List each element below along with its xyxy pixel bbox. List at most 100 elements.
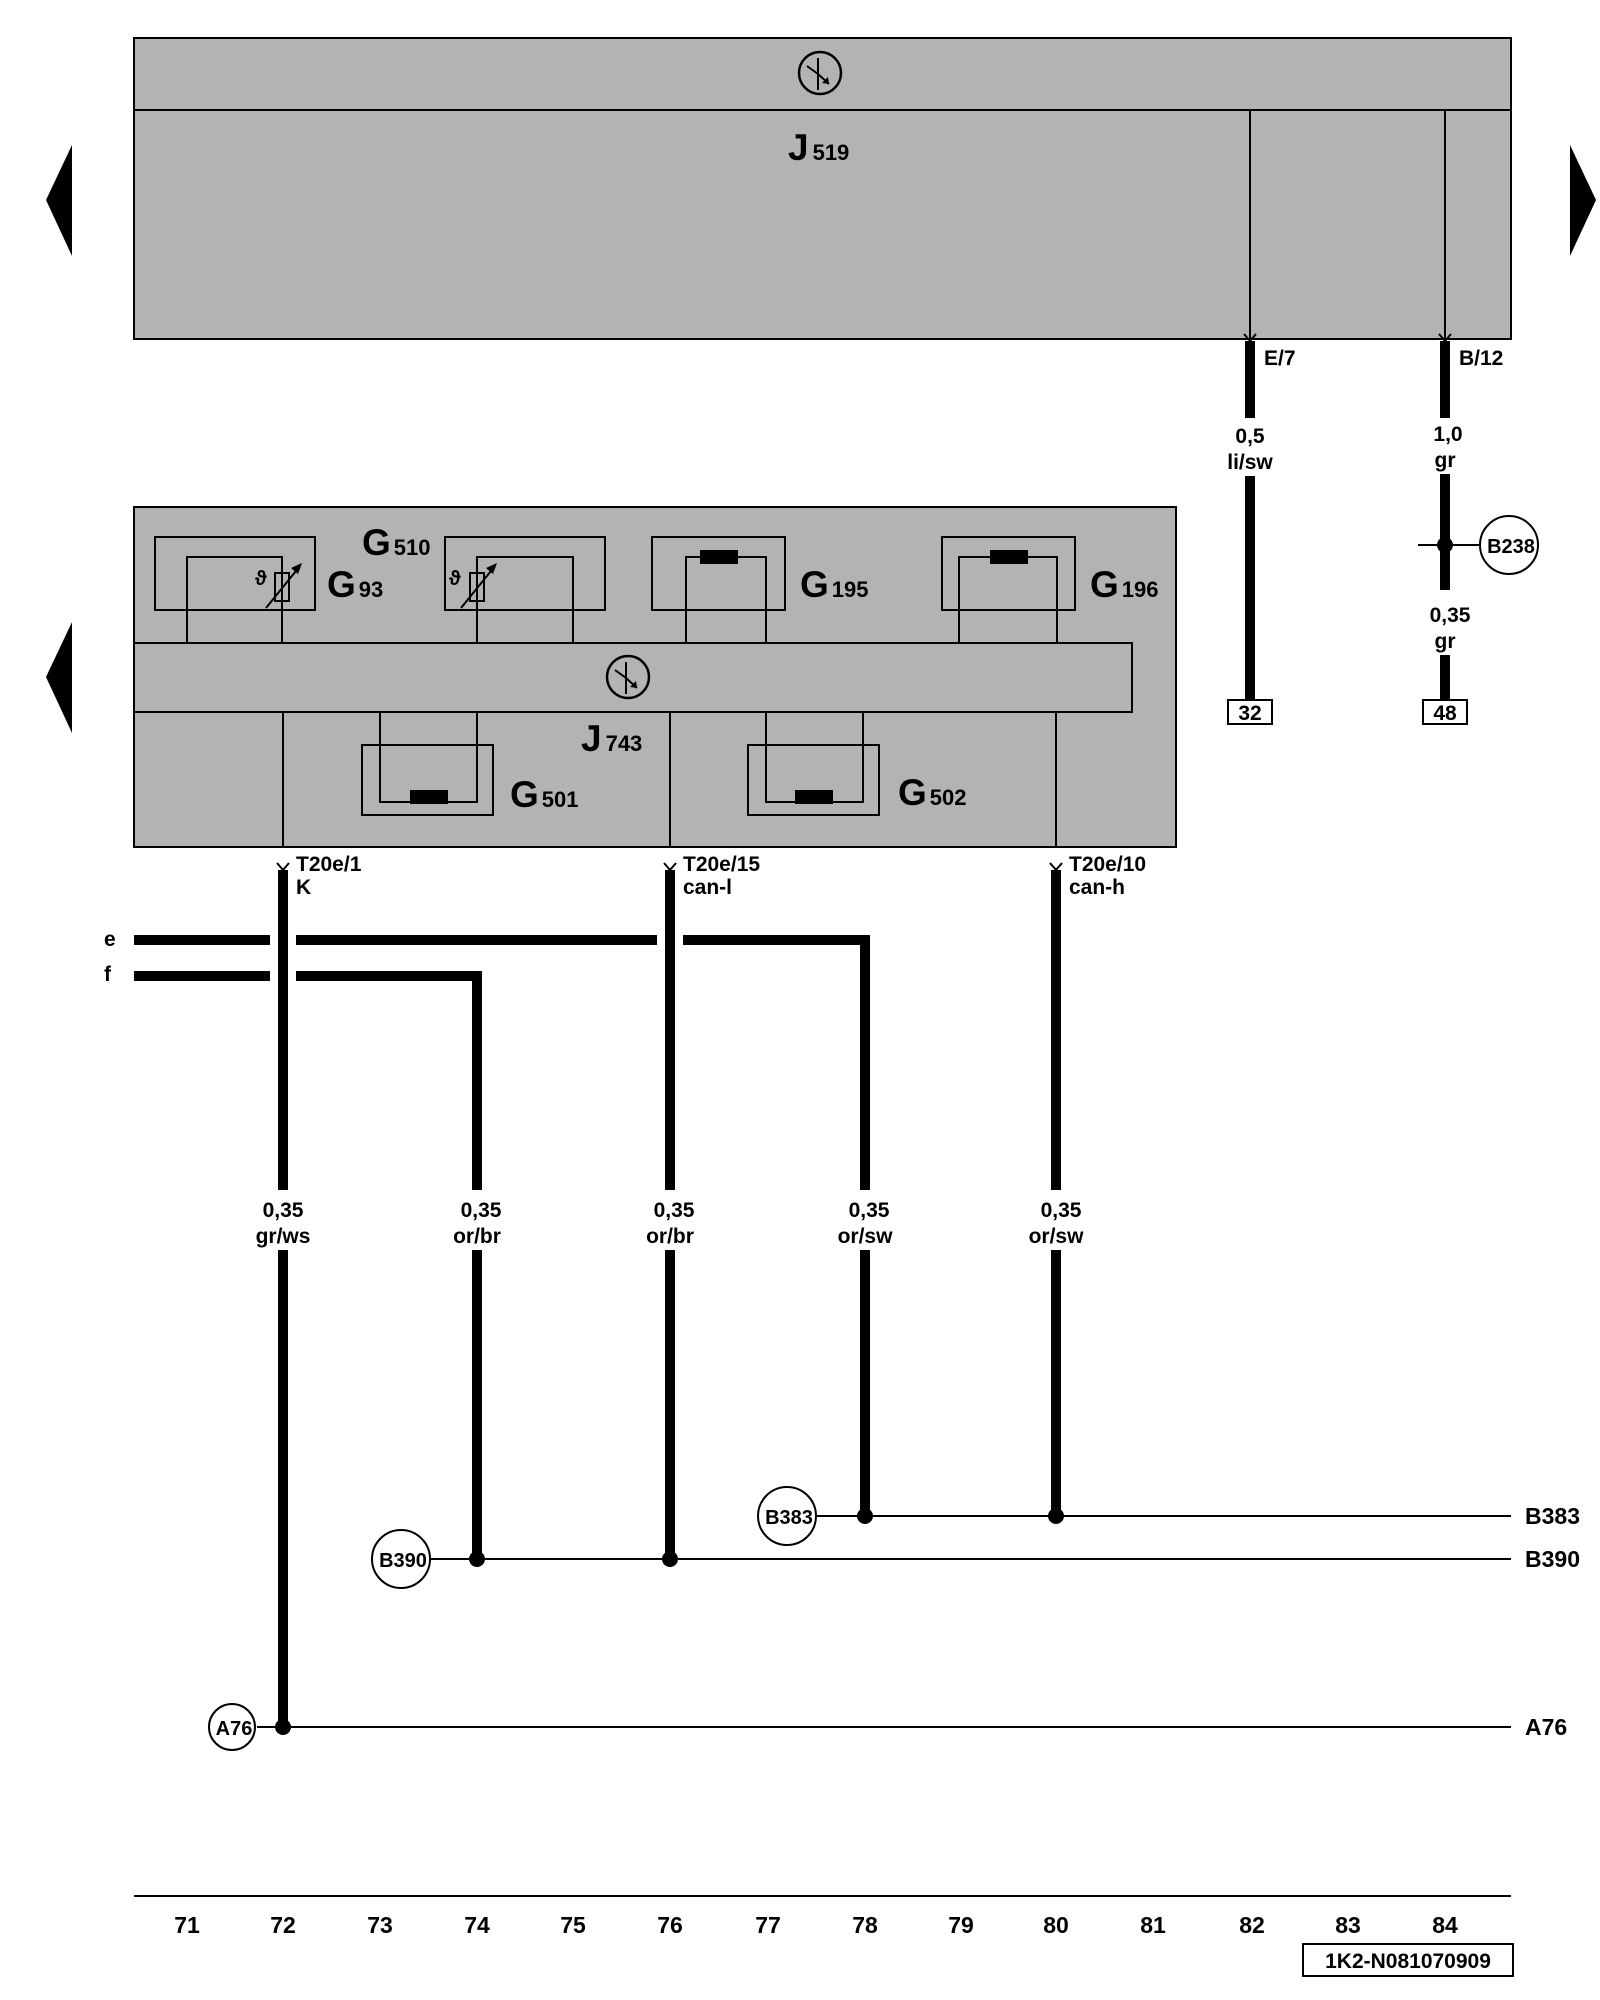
connector-b383: B383 — [757, 1486, 817, 1546]
continuation-e[interactable]: e — [104, 928, 116, 951]
continuation-32[interactable]: 32 — [1238, 702, 1261, 725]
svg-text:B238: B238 — [1487, 536, 1535, 558]
track-number: 74 — [464, 1912, 490, 1938]
next-page-arrow[interactable] — [1570, 145, 1596, 256]
bus-b390: B390 B390 — [371, 1529, 1580, 1589]
svg-text:T20e/15: T20e/15 — [683, 853, 760, 876]
prev-page-arrow-bottom[interactable] — [46, 622, 72, 733]
svg-text:E/7: E/7 — [1264, 347, 1296, 370]
track-number: 83 — [1335, 1912, 1361, 1938]
svg-text:A76: A76 — [1525, 1714, 1567, 1740]
svg-text:0,35: 0,35 — [654, 1199, 695, 1222]
svg-text:or/br: or/br — [453, 1225, 501, 1248]
track-number: 82 — [1239, 1912, 1265, 1938]
svg-text:gr: gr — [1435, 449, 1456, 472]
connector-b390: B390 — [371, 1529, 431, 1589]
svg-text:B390: B390 — [1525, 1546, 1580, 1572]
svg-text:or/sw: or/sw — [838, 1225, 894, 1248]
track-number: 72 — [270, 1912, 296, 1938]
svg-text:li/sw: li/sw — [1227, 451, 1273, 474]
svg-text:0,35: 0,35 — [849, 1199, 890, 1222]
track-number: 77 — [755, 1912, 781, 1938]
svg-text:0,35: 0,35 — [1430, 604, 1471, 627]
svg-text:can-l: can-l — [683, 876, 732, 899]
svg-text:or/sw: or/sw — [1029, 1225, 1085, 1248]
pin-t20e-1: T20e/1 K — [276, 853, 362, 899]
svg-text:0,35: 0,35 — [461, 1199, 502, 1222]
svg-text:B383: B383 — [1525, 1503, 1580, 1529]
hall-element-icon — [700, 550, 738, 564]
wire-track-80: 0,35 or/sw — [1029, 870, 1085, 1516]
track-number: 73 — [367, 1912, 393, 1938]
track-number: 76 — [657, 1912, 683, 1938]
pin-t20e-10: T20e/10 can-h — [1049, 853, 1146, 899]
svg-text:0,35: 0,35 — [263, 1199, 304, 1222]
continuation-lines-e-f: e f — [104, 928, 870, 1190]
wire-track-76: 0,35 or/br — [646, 870, 695, 1559]
bus-a76: A76 A76 — [208, 1703, 1567, 1751]
svg-text:1K2-N081070909: 1K2-N081070909 — [1325, 1950, 1491, 1973]
track-number: 84 — [1432, 1912, 1458, 1938]
track-number: 79 — [948, 1912, 974, 1938]
pin-t20e-15: T20e/15 can-l — [663, 853, 760, 899]
continuation-48[interactable]: 48 — [1433, 702, 1457, 725]
svg-text:T20e/10: T20e/10 — [1069, 853, 1146, 876]
hall-element-icon — [990, 550, 1028, 564]
connector-a76: A76 — [208, 1703, 256, 1751]
svg-text:gr/ws: gr/ws — [256, 1225, 311, 1248]
svg-text:K: K — [296, 876, 311, 899]
svg-text:T20e/1: T20e/1 — [296, 853, 362, 876]
svg-text:B383: B383 — [765, 1507, 813, 1529]
electronic-control-icon — [797, 50, 843, 96]
diagram-reference: 1K2-N081070909 — [1302, 1943, 1514, 1977]
svg-text:0,5: 0,5 — [1235, 425, 1265, 448]
svg-text:B390: B390 — [379, 1550, 427, 1572]
wire-track-74: 0,35 or/br — [453, 1199, 502, 1559]
svg-text:can-h: can-h — [1069, 876, 1125, 899]
svg-text:ϑ: ϑ — [449, 568, 461, 590]
track-number: 71 — [174, 1912, 200, 1938]
svg-text:ϑ: ϑ — [255, 568, 267, 590]
wire-track-84: 1,0 gr B238 0,35 gr 48 — [1418, 341, 1539, 725]
bus-b383: B383 B383 — [757, 1486, 1580, 1546]
wire-track-78: 0,35 or/sw — [838, 1199, 894, 1516]
svg-text:1,0: 1,0 — [1433, 423, 1462, 446]
svg-text:0,35: 0,35 — [1041, 1199, 1082, 1222]
wire-track-82: 0,5 li/sw 32 — [1227, 341, 1273, 725]
track-numbers: 71 72 73 74 75 76 77 78 79 80 81 82 83 8… — [174, 1912, 1458, 1938]
track-number: 80 — [1043, 1912, 1069, 1938]
prev-page-arrow-top[interactable] — [46, 145, 72, 256]
electronic-control-icon — [605, 654, 651, 700]
thermistor-icon — [274, 572, 290, 602]
wire-track-72: 0,35 gr/ws — [256, 870, 311, 1727]
track-number: 81 — [1140, 1912, 1166, 1938]
hall-element-icon — [410, 790, 448, 804]
track-number: 75 — [560, 1912, 586, 1938]
connector-b238: B238 — [1479, 515, 1539, 575]
svg-text:A76: A76 — [216, 1718, 253, 1740]
svg-text:or/br: or/br — [646, 1225, 694, 1248]
track-number: 78 — [852, 1912, 878, 1938]
thermistor-icon — [469, 572, 485, 602]
hall-element-icon — [795, 790, 833, 804]
svg-text:gr: gr — [1435, 630, 1456, 653]
svg-text:B/12: B/12 — [1459, 347, 1503, 370]
continuation-f[interactable]: f — [104, 963, 112, 986]
